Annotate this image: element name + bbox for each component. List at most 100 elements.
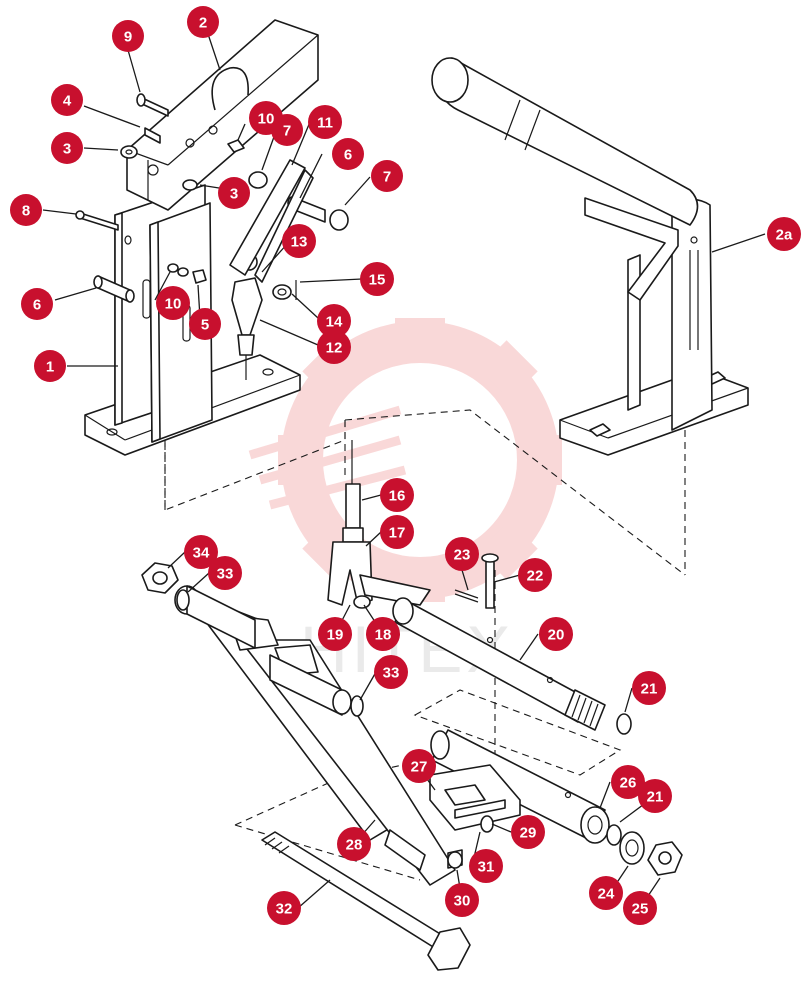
callout-c3b: 3	[218, 177, 250, 209]
callout-label: 2a	[776, 227, 793, 244]
callout-label: 13	[291, 234, 308, 251]
callout-label: 32	[276, 901, 293, 918]
part-32-bolt	[261, 831, 471, 971]
callout-label: 28	[346, 837, 363, 854]
callout-label: 12	[326, 340, 343, 357]
callout-label: 2	[199, 15, 207, 32]
callout-c27: 27	[402, 749, 436, 783]
callout-label: 7	[383, 169, 391, 186]
callout-badge	[267, 891, 301, 925]
callout-c12: 12	[317, 330, 351, 364]
callout-badge	[611, 765, 645, 799]
callout-badge	[374, 655, 408, 689]
callout-badge	[360, 262, 394, 296]
callout-badge	[308, 105, 342, 139]
callout-label: 10	[258, 111, 275, 128]
callout-label: 4	[63, 93, 72, 110]
callout-label: 27	[411, 759, 428, 776]
callout-label: 9	[124, 29, 132, 46]
callout-badge	[51, 132, 83, 164]
part-2a-stand	[431, 57, 749, 456]
callout-label: 29	[520, 825, 537, 842]
callout-c22: 22	[518, 558, 552, 592]
callout-c6a: 6	[21, 288, 53, 320]
callout-label: 7	[283, 123, 291, 140]
callout-badge	[10, 194, 42, 226]
callout-c28: 28	[337, 827, 371, 861]
callout-badge	[249, 101, 283, 135]
callout-badge	[51, 84, 83, 116]
callout-badge	[767, 217, 801, 251]
callout-c3a: 3	[51, 132, 83, 164]
callout-badge	[21, 288, 53, 320]
callout-c17: 17	[380, 515, 414, 549]
callout-c20: 20	[539, 617, 573, 651]
callout-badge	[366, 617, 400, 651]
callout-label: 31	[478, 859, 495, 876]
callout-label: 25	[632, 901, 649, 918]
callout-badge	[189, 308, 221, 340]
part-26-shaft	[430, 729, 610, 844]
callout-c16: 16	[380, 478, 414, 512]
part-16-rod-end	[342, 440, 364, 543]
callout-label: 5	[201, 317, 209, 334]
callout-label: 33	[383, 665, 400, 682]
callout-badge	[184, 535, 218, 569]
callout-badge	[337, 827, 371, 861]
callout-badge	[208, 556, 242, 590]
callout-label: 26	[620, 775, 637, 792]
callout-c25: 25	[623, 891, 657, 925]
part-11-lever	[229, 159, 314, 380]
callout-label: 15	[369, 272, 386, 289]
callout-badge	[638, 779, 672, 813]
callout-badge	[380, 478, 414, 512]
callout-label: 1	[46, 359, 54, 376]
callout-badge	[445, 883, 479, 917]
callout-c29: 29	[511, 815, 545, 849]
callout-badge	[282, 224, 316, 258]
callout-badge	[402, 749, 436, 783]
lower-hardware	[141, 553, 683, 876]
callout-c7b: 7	[371, 160, 403, 192]
callout-label: 3	[230, 186, 238, 203]
callout-label: 17	[389, 525, 406, 542]
part-20-shaft	[392, 597, 606, 731]
callout-label: 24	[598, 886, 615, 903]
callout-c19: 19	[318, 617, 352, 651]
callout-label: 14	[326, 314, 343, 331]
callout-c8: 8	[10, 194, 42, 226]
callout-badge	[380, 515, 414, 549]
callout-badge	[371, 160, 403, 192]
callout-label: 34	[193, 545, 210, 562]
callout-badge	[589, 876, 623, 910]
callout-c26: 26	[611, 765, 645, 799]
callout-c14: 14	[317, 304, 351, 338]
callout-badge	[187, 6, 219, 38]
callout-badge	[112, 20, 144, 52]
callout-badge	[632, 671, 666, 705]
callout-c30: 30	[445, 883, 479, 917]
callout-c21b: 21	[638, 779, 672, 813]
callout-label: 8	[22, 203, 30, 220]
callout-c10b: 10	[156, 286, 190, 320]
callout-label: 33	[217, 566, 234, 583]
callout-label: 22	[527, 568, 544, 585]
callout-label: 19	[327, 627, 344, 644]
callout-c33a: 33	[208, 556, 242, 590]
callout-badge	[511, 815, 545, 849]
callout-badge	[317, 304, 351, 338]
callout-c21a: 21	[632, 671, 666, 705]
callout-c34: 34	[184, 535, 218, 569]
callout-label: 23	[454, 547, 471, 564]
gear-icon	[248, 318, 562, 602]
callout-badge	[518, 558, 552, 592]
callout-label: 16	[389, 488, 406, 505]
callout-label: 21	[641, 681, 658, 698]
callout-c9: 9	[112, 20, 144, 52]
callout-badge	[445, 537, 479, 571]
part-2-channel	[126, 19, 319, 211]
callout-c15: 15	[360, 262, 394, 296]
callout-c6b: 6	[332, 138, 364, 170]
